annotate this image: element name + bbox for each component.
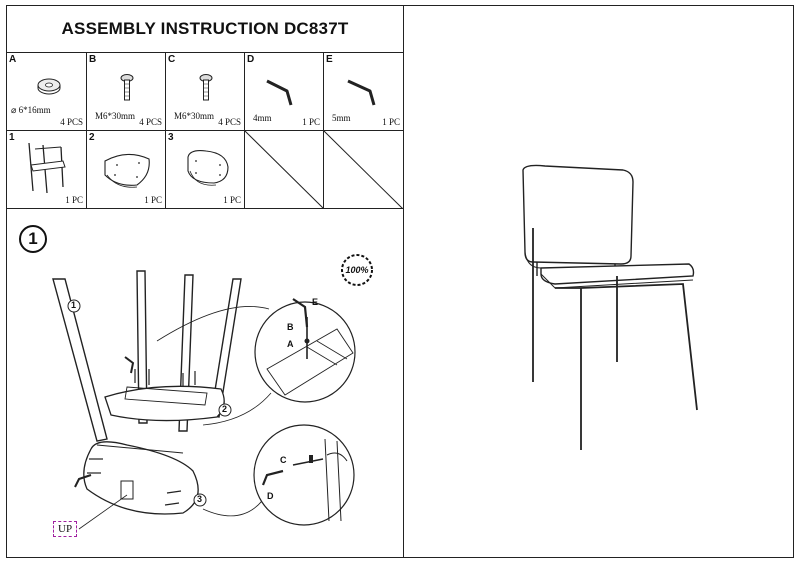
component-cell-2: 2 1 PC (87, 131, 166, 209)
allen-key-icon (266, 79, 293, 106)
component-cell-3: 3 1 PC (166, 131, 245, 209)
component-qty: 1 PC (223, 195, 241, 205)
part-cell-d: D 4mm 1 PC (245, 53, 324, 131)
callout-letter: C (280, 455, 287, 465)
part-qty: 4 PCS (139, 117, 162, 127)
part-spec: 4mm (253, 113, 272, 123)
callout-number: 1 (71, 300, 77, 310)
component-qty: 1 PC (65, 195, 83, 205)
step-number: 1 (19, 225, 47, 253)
callout-letter: B (287, 322, 294, 332)
part-qty: 1 PC (382, 117, 400, 127)
part-spec: M6*30mm (95, 111, 136, 121)
chair-frame-icon (28, 142, 66, 194)
part-qty: 1 PC (302, 117, 320, 127)
quality-badge: 100% (340, 253, 374, 287)
empty-cell-diagonal (245, 131, 324, 209)
assembly-illustration (52, 270, 356, 530)
part-spec: ⌀ 6*16mm (11, 105, 51, 115)
badge-ring-icon (341, 254, 373, 286)
badge-text: 100% (345, 265, 369, 275)
callout-letter: E (312, 297, 319, 307)
empty-cell-diagonal (324, 131, 403, 209)
bolt-icon (199, 74, 213, 101)
component-cell-1: 1 1 PC (7, 131, 87, 209)
page-divider (403, 6, 404, 557)
backrest-panel-icon (187, 150, 229, 186)
part-cell-e: E 5mm 1 PC (324, 53, 403, 131)
part-letter: D (247, 54, 255, 65)
callout-letter: D (267, 491, 274, 501)
washer-icon (37, 78, 61, 95)
part-qty: 4 PCS (218, 117, 241, 127)
empty-cell (324, 131, 403, 209)
callout-number: 3 (197, 494, 203, 504)
part-cell-a: A ⌀ 6*16mm 4 PCS (7, 53, 87, 131)
up-label: UP (53, 521, 78, 537)
callout-number: 2 (222, 404, 228, 414)
part-letter: C (168, 54, 176, 65)
allen-key-icon (347, 79, 376, 106)
component-number: 2 (89, 132, 95, 143)
assembled-chair-illustration (522, 164, 698, 450)
callout-letter: A (287, 339, 294, 349)
part-letter: A (9, 54, 17, 65)
part-cell-b: B M6*30mm 4 PCS (87, 53, 166, 131)
part-letter: E (326, 54, 333, 65)
component-number: 1 (9, 132, 15, 143)
part-spec: M6*30mm (174, 111, 215, 121)
step-1-diagram: 1 100% (7, 209, 403, 559)
part-letter: B (89, 54, 97, 65)
part-cell-c: C M6*30mm 4 PCS (166, 53, 245, 131)
bolt-icon (120, 74, 134, 101)
seat-panel-icon (104, 153, 150, 188)
component-qty: 1 PC (144, 195, 162, 205)
component-number: 3 (168, 132, 174, 143)
page-title: ASSEMBLY INSTRUCTION DC837T (7, 6, 403, 53)
empty-cell (245, 131, 324, 209)
part-qty: 4 PCS (60, 117, 83, 127)
part-spec: 5mm (332, 113, 351, 123)
instruction-sheet: ASSEMBLY INSTRUCTION DC837T A ⌀ 6*16mm 4… (6, 5, 794, 558)
